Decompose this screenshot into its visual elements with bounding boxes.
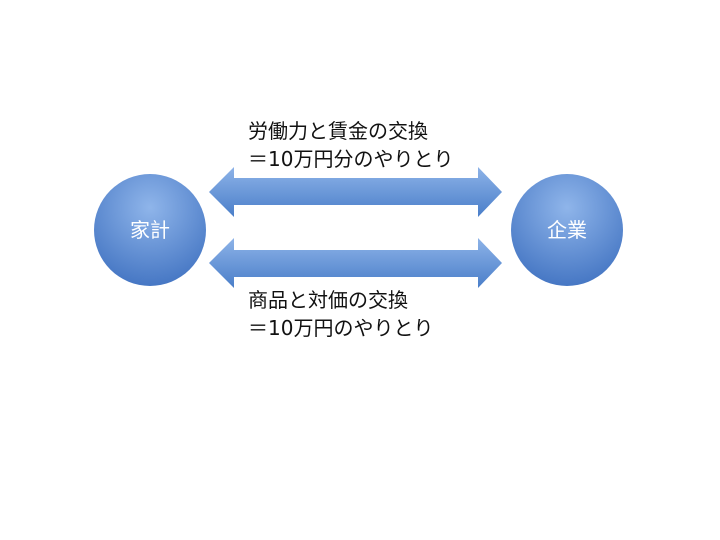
bottom-flow-line2: ＝10万円のやりとり bbox=[248, 316, 434, 340]
top-double-arrow bbox=[209, 167, 502, 217]
firm-label: 企業 bbox=[547, 218, 587, 242]
bottom-flow-line1: 商品と対価の交換 bbox=[248, 288, 408, 312]
bottom-flow-caption: 商品と対価の交換 ＝10万円のやりとり bbox=[248, 286, 433, 342]
household-node bbox=[94, 174, 206, 286]
top-flow-line1: 労働力と賃金の交換 bbox=[248, 119, 428, 143]
top-flow-line2: ＝10万円分のやりとり bbox=[248, 147, 454, 171]
household-label: 家計 bbox=[130, 218, 170, 242]
top-flow-caption: 労働力と賃金の交換 ＝10万円分のやりとり bbox=[248, 117, 453, 173]
firm-node bbox=[511, 174, 623, 286]
bottom-double-arrow bbox=[209, 238, 502, 288]
